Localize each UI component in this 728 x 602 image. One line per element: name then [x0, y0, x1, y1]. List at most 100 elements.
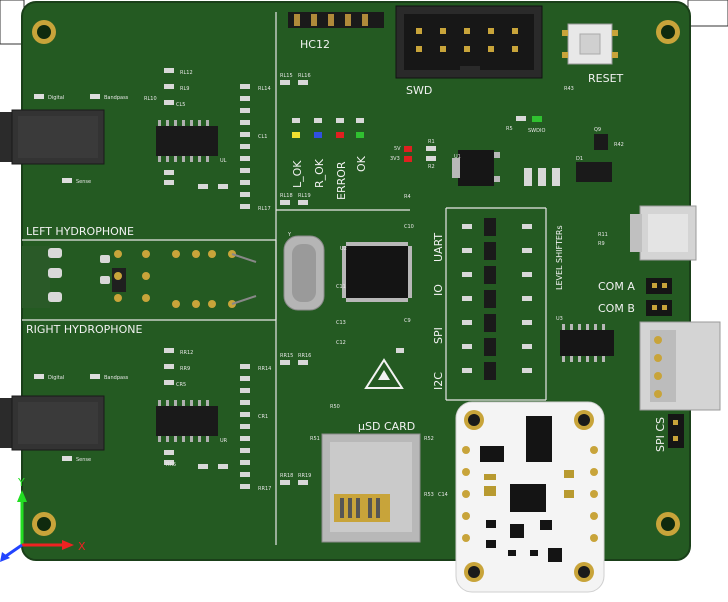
rr14-label: RR14 [258, 366, 271, 372]
c13-label: C13 [336, 320, 346, 326]
r52-label: R52 [424, 436, 434, 442]
usb-connector [630, 205, 697, 261]
mcu-u2 [342, 242, 412, 302]
c12-label: C12 [336, 340, 346, 346]
d1-label: D1 [576, 156, 583, 162]
rl15-label: RL15 [280, 73, 293, 79]
right-passives [164, 348, 308, 489]
reset-button[interactable] [562, 23, 618, 65]
rl12-label: RL12 [180, 70, 193, 76]
rl9-label: RL9 [180, 86, 189, 92]
u3-label: U3 [556, 316, 563, 322]
r-ok-label: R_OK [313, 158, 326, 188]
rr12-label: RR12 [180, 350, 193, 356]
uart-label: UART [432, 233, 445, 262]
rl19-label: RL19 [298, 193, 311, 199]
rr16-label: RR16 [298, 353, 311, 359]
rr18-label: RR18 [280, 473, 293, 479]
right-hydrophone-label: RIGHT HYDROPHONE [26, 323, 142, 336]
error-label: ERROR [335, 161, 348, 200]
axis-x-label: X [78, 540, 86, 553]
reset-label: RESET [588, 72, 624, 85]
com-b-jumper[interactable] [646, 300, 672, 316]
right-hydrophone-jack [0, 395, 105, 451]
rl14-label: RL14 [258, 86, 271, 92]
rr17-label: RR17 [258, 486, 271, 492]
left-hydrophone-label: LEFT HYDROPHONE [26, 225, 134, 238]
q9-label: Q9 [594, 127, 601, 133]
left-sense-label: Sense [76, 179, 91, 185]
level-shifters-label: LEVEL SHIFTERs [555, 225, 564, 290]
r51-label: R51 [310, 436, 320, 442]
r4-label: R4 [404, 194, 411, 200]
right-sense-label: Sense [76, 457, 91, 463]
left-hydro-labels: Digital Bandpass Sense [34, 94, 129, 185]
left-hydrophone-jack [0, 109, 105, 165]
status-leds [292, 118, 364, 138]
ul-label: UL [220, 158, 227, 164]
left-passives [164, 68, 308, 209]
ur-label: UR [220, 438, 228, 444]
rl10-label: RL10 [144, 96, 157, 102]
r50-label: R50 [330, 404, 340, 410]
side-connector [639, 321, 721, 411]
rr15-label: RR15 [280, 353, 293, 359]
rl17-label: RL17 [258, 206, 271, 212]
rr19-label: RR19 [298, 473, 311, 479]
power-area [404, 116, 612, 186]
c9-label: C9 [404, 318, 411, 324]
r43-label: R43 [564, 86, 574, 92]
y-label: Y [287, 232, 292, 238]
ok-label: OK [355, 155, 368, 172]
right-hydro-labels: Digital Bandpass Sense [34, 374, 129, 463]
swd-connector [395, 5, 543, 79]
c11-label: C11 [336, 284, 346, 290]
r11-label: R11 [598, 232, 608, 238]
r2-label: R2 [428, 164, 435, 170]
axes-gizmo [0, 490, 74, 562]
ic-u3 [560, 324, 614, 362]
r5-label: R5 [506, 126, 513, 132]
r9-label: R9 [598, 241, 605, 247]
usd-card-slot [321, 433, 421, 543]
right-digital-label: Digital [48, 375, 64, 381]
l-ok-label: L_OK [291, 160, 304, 188]
logo-icon [364, 348, 404, 389]
rr9-label: RR9 [180, 366, 190, 372]
left-bandpass-label: Bandpass [104, 95, 129, 101]
swdio-label: SWDIO [528, 128, 545, 134]
r42-label: R42 [614, 142, 624, 148]
rl18-label: RL18 [280, 193, 293, 199]
cl5-label: CL5 [176, 102, 185, 108]
hc12-header [288, 12, 384, 28]
5v-label: 5V [394, 146, 401, 152]
cr5-label: CR5 [176, 382, 186, 388]
com-a-jumper[interactable] [646, 278, 672, 294]
spi-label: SPI [432, 327, 445, 344]
silkscreen-dividers [22, 12, 547, 545]
axis-y-label: Y [17, 476, 25, 489]
left-opamp-ic [156, 120, 218, 162]
u1-label: U1 [454, 154, 461, 160]
com-a-label: COM A [598, 280, 635, 293]
rl16-label: RL16 [298, 73, 311, 79]
spi-cs-jumper[interactable] [668, 414, 684, 448]
hydrophone-switch-area [22, 246, 257, 308]
usd-card-label: µSD CARD [358, 420, 415, 433]
c14-label: C14 [438, 492, 448, 498]
crystal-y [283, 235, 325, 311]
level-shifter-transistors [462, 218, 532, 380]
spi-cs-label: SPI CS [654, 417, 667, 452]
io-label: IO [432, 284, 445, 296]
right-bandpass-label: Bandpass [104, 375, 129, 381]
left-digital-label: Digital [48, 95, 64, 101]
i2c-label: I2C [432, 372, 445, 390]
c10-label: C10 [404, 224, 414, 230]
hc12-label: HC12 [300, 38, 330, 51]
cl1-label: CL1 [258, 134, 267, 140]
right-opamp-ic [156, 400, 218, 442]
cr1-label: CR1 [258, 414, 268, 420]
sensor-breakout-module [455, 401, 605, 593]
rr5-label: RR5 [166, 462, 176, 468]
